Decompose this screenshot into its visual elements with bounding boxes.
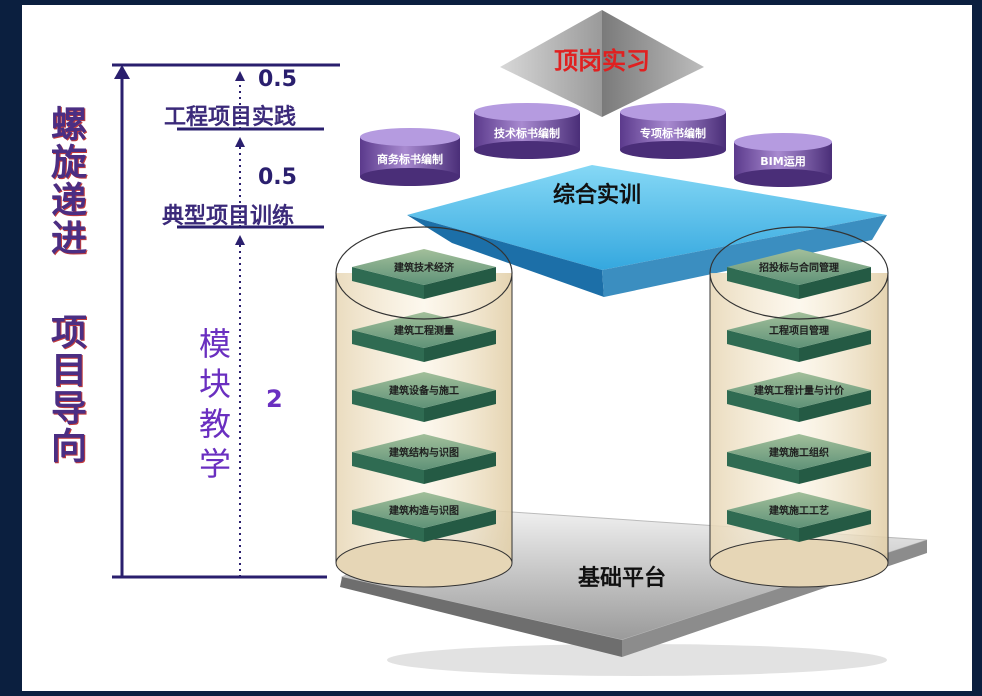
- right-course-label: 招投标与合同管理: [759, 261, 839, 274]
- top-cylinders: [360, 103, 832, 187]
- scale-axis: [112, 63, 340, 579]
- left-tube-top: [335, 226, 513, 320]
- cylinder-label-3: 专项标书编制: [640, 126, 706, 140]
- right-course-slab: 建筑施工工艺: [727, 492, 871, 542]
- left-title-bottom: 项目导向: [45, 313, 87, 465]
- right-course-slab: 建筑施工组织: [727, 434, 871, 484]
- value-module: 2: [266, 385, 283, 413]
- apex-pyramid: [500, 10, 704, 117]
- left-course-label: 建筑工程测量: [393, 324, 454, 337]
- left-course-label: 建筑构造与识图: [388, 504, 459, 517]
- left-course-label: 建筑技术经济: [393, 261, 455, 274]
- right-course-slab: 招投标与合同管理: [727, 249, 871, 299]
- slide: 螺旋递进 项目导向 模块教学: [22, 5, 972, 691]
- left-title-top: 螺旋递进: [45, 105, 87, 257]
- cylinder-label-2: 技术标书编制: [494, 126, 560, 140]
- right-course-label: 建筑工程计量与计价: [753, 384, 845, 397]
- apex-label: 顶岗实习: [554, 47, 650, 75]
- right-course-label: 建筑施工组织: [768, 446, 829, 459]
- right-course-label: 工程项目管理: [769, 324, 829, 337]
- left-course-slab: 建筑工程测量: [352, 312, 496, 362]
- right-course-slab: 建筑工程计量与计价: [727, 372, 871, 422]
- left-course-slab: 建筑技术经济: [352, 249, 496, 299]
- left-course-slab: 建筑设备与施工: [352, 372, 496, 422]
- right-course-slab: 工程项目管理: [727, 312, 871, 362]
- base-label: 基础平台: [578, 565, 666, 591]
- left-course-slab: 建筑构造与识图: [352, 492, 496, 542]
- platform-label: 综合实训: [553, 182, 641, 208]
- left-course-slab: 建筑结构与识图: [352, 434, 496, 484]
- label-practice: 工程项目实践: [164, 105, 297, 130]
- value-practice: 0.5: [258, 67, 297, 92]
- value-training: 0.5: [258, 165, 297, 190]
- right-course-label: 建筑施工工艺: [768, 504, 829, 517]
- cylinder-3: [620, 103, 726, 159]
- cylinder-2: [474, 103, 580, 159]
- cylinder-label-4: BIM运用: [760, 155, 805, 168]
- cylinder-1: [360, 128, 460, 186]
- left-course-label: 建筑设备与施工: [388, 384, 459, 397]
- module-teaching-label: 模块教学: [194, 327, 232, 487]
- cylinder-label-1: 商务标书编制: [377, 152, 443, 166]
- label-training: 典型项目训练: [162, 204, 295, 229]
- left-course-label: 建筑结构与识图: [388, 446, 459, 459]
- cylinder-4: [734, 133, 832, 187]
- right-tube-top: [709, 226, 889, 320]
